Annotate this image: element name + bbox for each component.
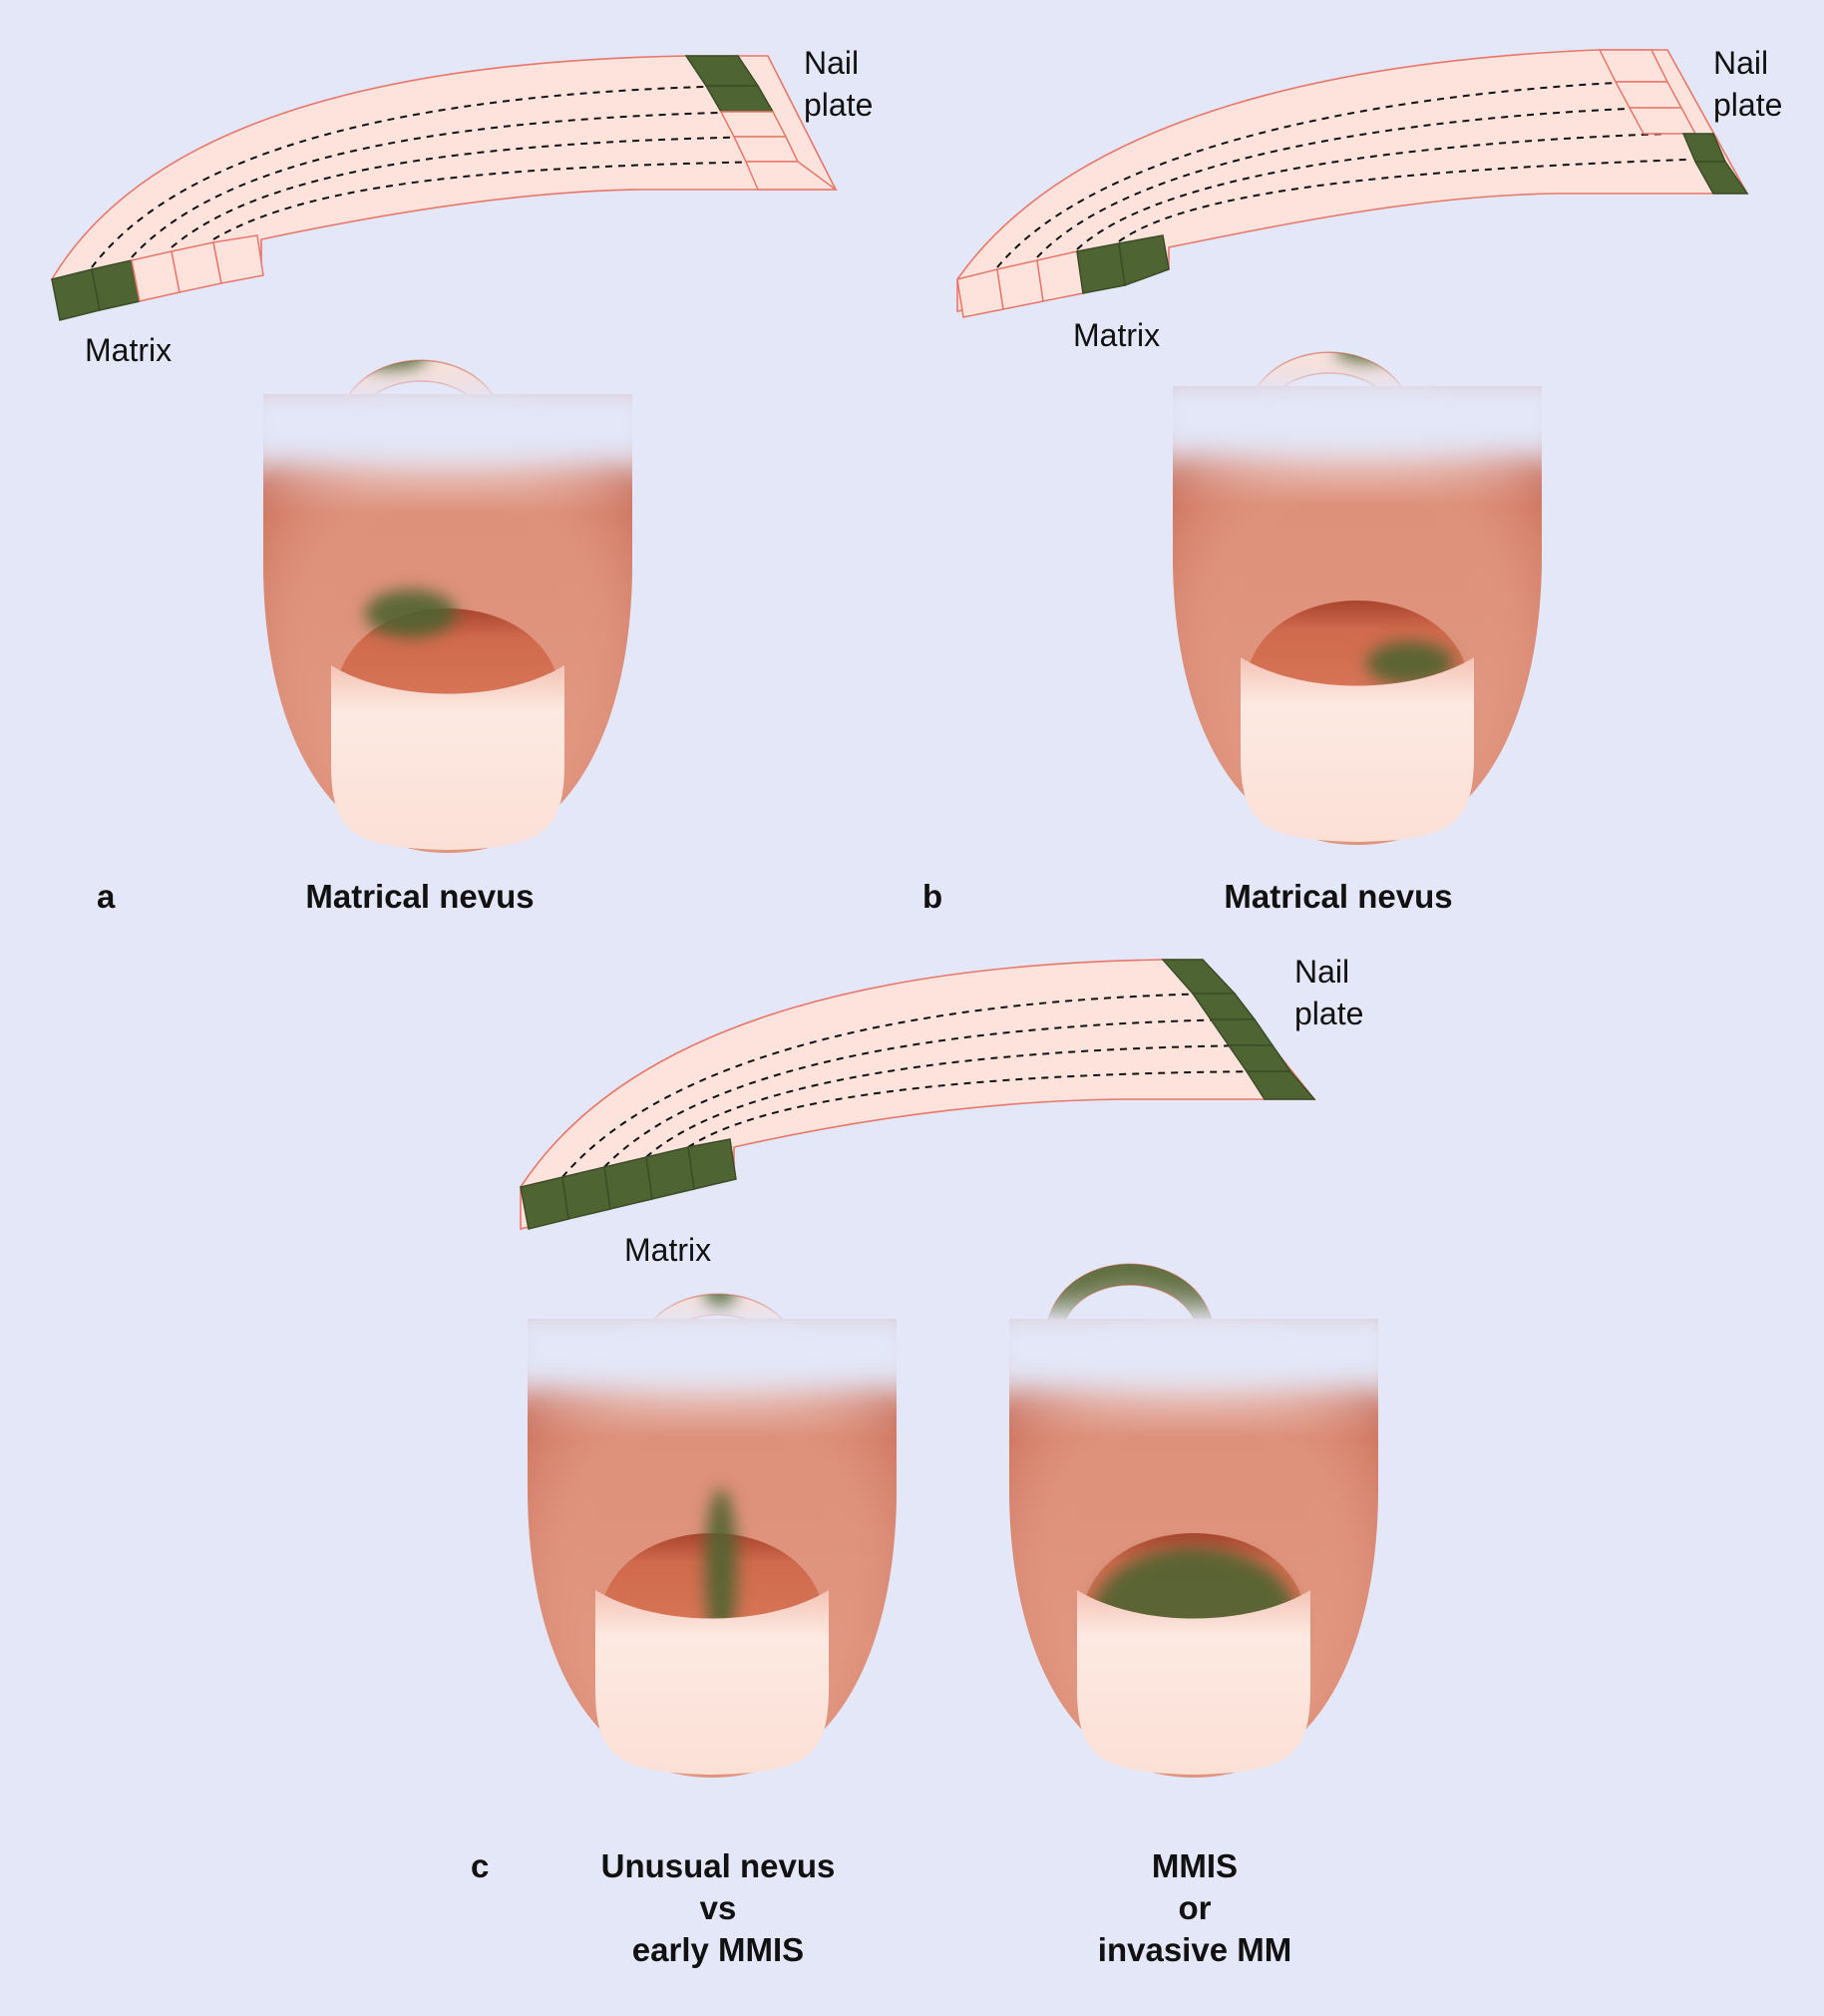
nail-plate-label-line1: Nail bbox=[1713, 45, 1768, 81]
free-edge bbox=[1241, 657, 1474, 842]
matrix-label: Matrix bbox=[1073, 317, 1160, 353]
matrix-cells bbox=[956, 234, 1170, 318]
pigment-cell bbox=[603, 1156, 653, 1210]
nail-plate-section bbox=[956, 49, 1749, 318]
growth-lines bbox=[996, 81, 1688, 268]
nail-plate-section bbox=[50, 55, 839, 321]
plate-end-cells bbox=[684, 55, 839, 191]
panel-letter-c: c bbox=[471, 1847, 489, 1884]
free-edge bbox=[331, 665, 564, 850]
growth-lines bbox=[561, 993, 1272, 1178]
nail-plate-label-line2: plate bbox=[1294, 996, 1363, 1031]
pigment-streak bbox=[705, 1488, 737, 1648]
nail-plate-body bbox=[50, 55, 838, 280]
caption-right-line2: or bbox=[1179, 1889, 1212, 1926]
free-edge bbox=[1077, 1590, 1310, 1775]
panel-b: Nail plate Matrix b Matrical nevus bbox=[922, 45, 1782, 915]
panel-letter-a: a bbox=[97, 878, 116, 915]
nail-plate-label-line1: Nail bbox=[804, 45, 859, 81]
free-edge bbox=[595, 1590, 829, 1775]
caption-left: Unusual nevus vs early MMIS bbox=[601, 1847, 836, 1968]
panel-a: Nail plate Matrix a Matrical nevus bbox=[50, 45, 873, 915]
finger-dorsal-view-right bbox=[1009, 1309, 1378, 1778]
caption-left-line3: early MMIS bbox=[632, 1931, 804, 1968]
caption-a: Matrical nevus bbox=[305, 878, 534, 915]
pigment-cell bbox=[561, 1166, 611, 1220]
panel-c: Nail plate Matrix bbox=[471, 954, 1378, 1968]
matrix-cells bbox=[51, 234, 264, 321]
finger-dorsal-view bbox=[1173, 376, 1542, 845]
caption-right-line3: invasive MM bbox=[1098, 1931, 1291, 1968]
pigment-band bbox=[704, 1294, 736, 1313]
pigment-spot bbox=[365, 590, 457, 637]
finger-dorsal-view bbox=[263, 384, 632, 853]
pigment-band bbox=[1335, 352, 1399, 365]
plate-end-cells bbox=[1161, 959, 1316, 1100]
matrix-cells bbox=[520, 1138, 737, 1230]
caption-left-line1: Unusual nevus bbox=[601, 1847, 836, 1884]
pigment-cell bbox=[520, 1176, 569, 1230]
nail-plate-label-line2: plate bbox=[804, 87, 873, 123]
pigment-spot bbox=[1366, 641, 1454, 685]
pigment-band bbox=[353, 360, 429, 372]
matrix-label: Matrix bbox=[85, 332, 172, 368]
caption-left-line2: vs bbox=[700, 1889, 737, 1926]
pigment-cell bbox=[1118, 234, 1170, 287]
caption-right: MMIS or invasive MM bbox=[1098, 1847, 1291, 1968]
plate-end-cells bbox=[1598, 49, 1749, 195]
nail-plate-label-line1: Nail bbox=[1294, 954, 1349, 990]
panel-letter-b: b bbox=[922, 878, 942, 915]
caption-b: Matrical nevus bbox=[1224, 878, 1452, 915]
caption-right-line1: MMIS bbox=[1152, 1847, 1238, 1884]
pigment-cell bbox=[1245, 1070, 1316, 1100]
growth-lines bbox=[91, 85, 785, 268]
nail-plate-label-line2: plate bbox=[1713, 87, 1782, 123]
matrix-label: Matrix bbox=[624, 1232, 711, 1268]
finger-dorsal-view-left bbox=[528, 1309, 897, 1778]
nail-plate-section bbox=[520, 959, 1316, 1231]
pigment-cell bbox=[687, 1138, 737, 1190]
pigment-cell bbox=[1076, 242, 1126, 294]
pigment-cell bbox=[645, 1146, 695, 1200]
pigment-cell bbox=[1693, 161, 1749, 195]
